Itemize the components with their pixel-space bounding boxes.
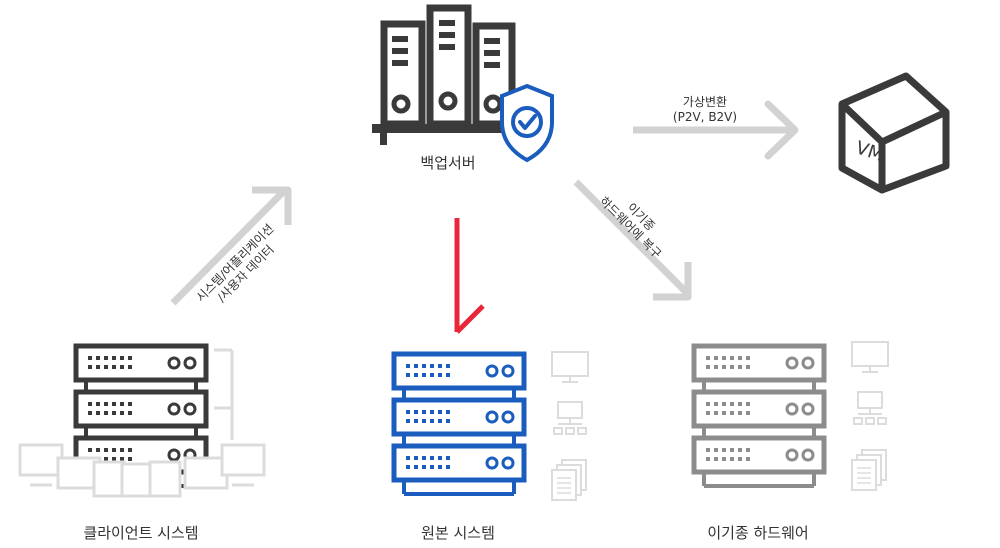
virtual-conversion-arrow <box>633 100 799 160</box>
vm-cube-icon: VM <box>838 72 950 194</box>
virtual-conversion-line1: 가상변환 <box>683 95 727 109</box>
virtual-conversion-label: 가상변환 (P2V, B2V) <box>673 95 737 124</box>
hetero-restore-arrow <box>573 179 692 301</box>
client-workstations-icon <box>18 348 266 498</box>
client-system-label: 클라이언트 시스템 <box>83 524 198 542</box>
original-side-icons <box>551 351 589 501</box>
original-system-label: 원본 시스템 <box>421 524 495 542</box>
hetero-server-icon <box>691 343 827 488</box>
restore-red-arrow <box>454 218 485 334</box>
hetero-restore-label: 이기종 하드웨어에 복구 <box>597 194 664 261</box>
hetero-hw-label: 이기종 하드웨어 <box>707 524 808 542</box>
shield-check-icon <box>500 83 554 163</box>
client-backup-arrow <box>170 186 292 306</box>
virtual-conversion-line2: (P2V, B2V) <box>673 110 737 124</box>
client-server-icon <box>73 343 209 488</box>
hetero-side-icons <box>851 341 889 491</box>
backup-server-label: 백업서버 <box>420 154 475 172</box>
original-server-icon <box>391 351 527 496</box>
